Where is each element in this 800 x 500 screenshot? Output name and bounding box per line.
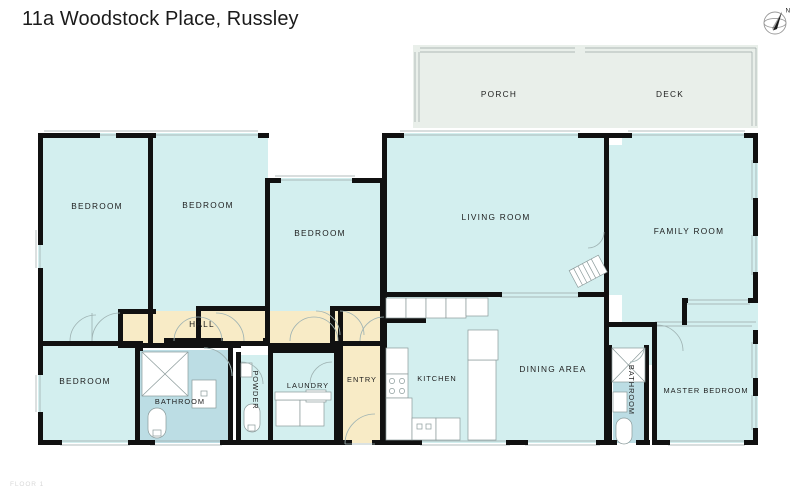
room-label-bedroom-2: BEDROOM [182,200,234,210]
fill-family-room-west [607,145,627,295]
cabinet-1 [385,297,407,319]
room-label-dining-area: DINING AREA [519,364,586,374]
room-labels: PORCH DECK BEDROOM BEDROOM BEDROOM BEDRO… [59,89,748,415]
vanity-main [191,379,217,409]
room-label-deck: DECK [656,89,684,99]
fill-porch [413,45,581,128]
dishwasher [435,417,461,441]
room-label-porch: PORCH [481,89,517,99]
room-label-bedroom-1: BEDROOM [71,201,123,211]
fixtures [141,254,646,445]
compass-north-label: N [786,8,791,15]
room-label-family-room: FAMILY ROOM [654,226,725,236]
toilet-ensuite [615,417,633,445]
fill-entry [338,345,385,443]
cabinet-4 [445,297,467,319]
room-label-bathroom-main: BATHROOM [155,397,205,406]
laundry-counter [274,391,332,401]
room-label-powder: POWDER [251,370,260,409]
walls [38,133,758,445]
room-label-bedroom-4: BEDROOM [59,376,111,386]
fill-living-room [385,133,607,295]
cabinet-3 [425,297,447,319]
bench-lower [385,397,413,441]
fireplace [568,254,608,288]
room-label-master-bedroom: MASTER BEDROOM [663,386,748,395]
compass-rose-icon: N [760,4,794,38]
fill-bedroom-4 [38,341,138,443]
sink-unit [411,417,437,441]
room-label-kitchen: KITCHEN [417,374,456,383]
room-label-entry: ENTRY [347,375,377,384]
room-label-hall: HALL [189,319,215,329]
page-title: 11a Woodstock Place, Russley [22,8,299,30]
room-label-laundry: LAUNDRY [287,381,329,390]
room-label-bedroom-3: BEDROOM [294,228,346,238]
fill-deck [581,45,758,128]
washer [299,399,325,427]
floor-level-label: FLOOR 1 [10,481,45,488]
fill-family-room [622,133,758,325]
basin-powder [240,362,253,378]
window-lines [35,47,757,446]
vanity-ensuite [612,391,628,413]
cooktop-unit [385,373,409,399]
laundry-tub [275,399,301,427]
room-label-living-room: LIVING ROOM [461,212,530,222]
door-swings [69,231,684,445]
fill-bedroom-1 [38,133,151,341]
kitchen-island [467,359,497,441]
bench-west [385,347,409,375]
cabinet-2 [405,297,427,319]
cabinet-5 [465,297,489,317]
fill-master-bedroom [652,325,758,443]
room-label-bathroom-ensuite: BATHROOM [627,365,636,415]
island-top [467,329,499,361]
toilet-main [147,407,167,439]
